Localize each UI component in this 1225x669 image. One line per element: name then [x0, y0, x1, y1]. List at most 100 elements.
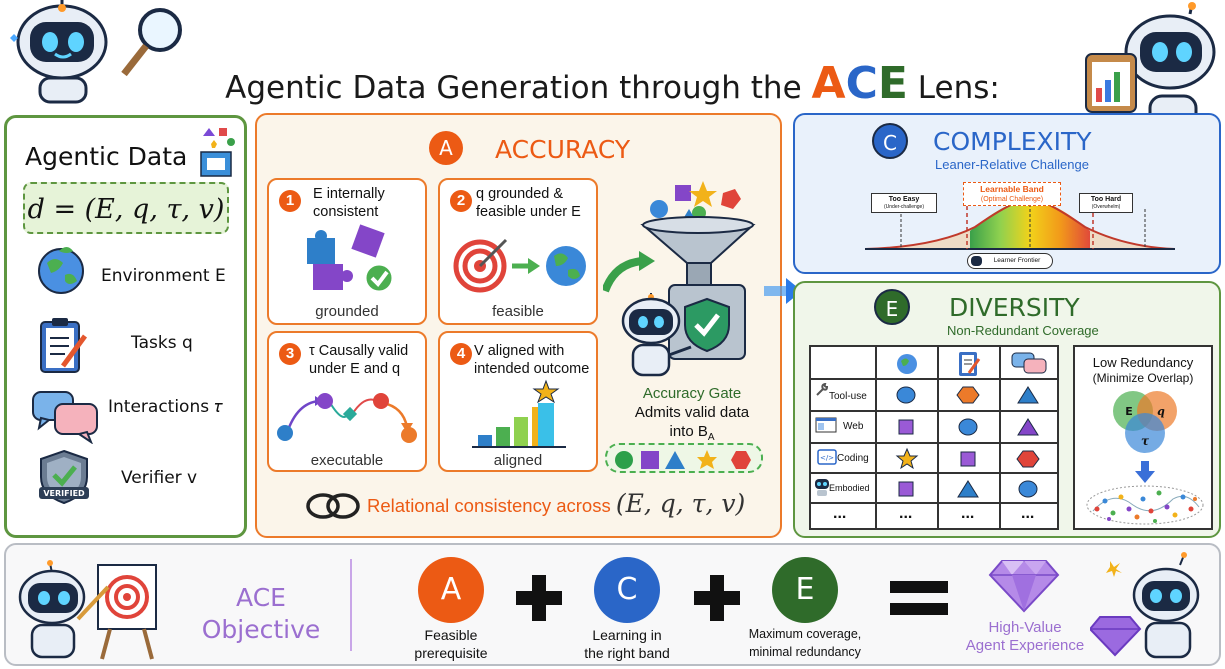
objective-a-circle: A — [418, 557, 484, 623]
venn-tau-label: τ — [1141, 434, 1150, 448]
cell-star-icon — [895, 447, 919, 470]
venn-q-label: q — [1157, 405, 1165, 418]
robot-gate-icon — [621, 293, 692, 377]
aligned-bars-icon — [472, 379, 566, 448]
scatter-cloud-icon — [1086, 485, 1204, 525]
agentic-data-heading: Agentic Data — [25, 142, 188, 171]
step-number-1: 1 — [279, 190, 301, 212]
accuracy-badge: A — [429, 131, 463, 165]
complexity-badge: C — [872, 123, 908, 159]
diversity-subheading: Non-Redundant Coverage — [947, 323, 1099, 338]
learnable-band-label: Learnable Band (Optimal Challenge) — [963, 182, 1061, 206]
box-2-line2: feasible under E — [476, 204, 581, 220]
feasible-caption: feasible — [492, 303, 544, 320]
learnable-band-curve — [864, 197, 1176, 250]
accuracy-gate-funnel-icon — [603, 181, 756, 360]
cell-triangle-icon — [1017, 386, 1039, 404]
code-icon: </> — [817, 449, 837, 465]
low-redundancy-sub: (Minimize Overlap) — [1092, 371, 1194, 385]
venn-diagram: E q τ — [1113, 391, 1177, 453]
learner-frontier-label: Learner Frontier — [967, 253, 1053, 269]
relational-math: (E, q, τ, v) — [615, 489, 746, 518]
clipboard-icon — [40, 318, 88, 373]
ace-objective-panel: ACE Objective A Feasible prerequisite C … — [4, 543, 1221, 666]
objective-e-circle: E — [772, 557, 838, 623]
ace-objective-label-2: Objective — [201, 615, 321, 644]
cell-circle-icon — [1018, 480, 1038, 498]
objective-a-desc-1: Feasible — [424, 627, 478, 643]
verified-shield-icon: VERIFIED — [39, 449, 89, 505]
accuracy-heading: ACCURACY — [495, 135, 631, 164]
row-label-web: Web — [843, 421, 864, 432]
venn-e-label: E — [1125, 405, 1133, 418]
objective-a-desc-2: prerequisite — [414, 645, 488, 661]
down-arrow-icon — [1135, 461, 1155, 483]
grounded-caption: grounded — [315, 303, 379, 320]
complexity-heading: COMPLEXITY — [933, 127, 1092, 156]
grid-header-chat-icon — [1011, 352, 1047, 374]
objective-result-2: Agent Experience — [965, 637, 1085, 654]
agentic-data-formula: d = (E, q, τ, v) — [23, 182, 229, 234]
executable-caption: executable — [310, 452, 384, 469]
low-redundancy-box: Low Redundancy (Minimize Overlap) E q τ — [1073, 345, 1213, 530]
plus-sign-1 — [516, 575, 562, 621]
robot-small-icon — [815, 479, 829, 496]
cell-square-icon — [898, 481, 914, 497]
chain-link-icon — [306, 493, 360, 519]
accuracy-gate-line2: into BA — [669, 423, 715, 443]
cell-hexagon-icon — [1016, 450, 1040, 468]
gift-box-icon — [200, 128, 235, 177]
objective-e-desc-2: minimal redundancy — [749, 645, 861, 659]
cell-circle-icon — [896, 386, 916, 404]
row-label-more: ... — [833, 505, 847, 522]
cell-more: ... — [1021, 505, 1035, 522]
environment-label: Environment E — [101, 266, 226, 286]
row-label-embodied: Embodied — [829, 483, 870, 493]
title-letter-c: C — [845, 58, 878, 109]
row-label-tool-use: Tool-use — [829, 391, 867, 402]
agentic-data-panel: Agentic Data d = (E, q, τ, v) Environmen… — [4, 115, 247, 538]
diversity-heading: DIVERSITY — [949, 293, 1080, 322]
step-number-3: 3 — [279, 343, 301, 365]
page-title: Agentic Data Generation through the ACE … — [225, 58, 1000, 109]
box-2-line1: q grounded & — [476, 186, 564, 202]
interactions-label: Interactions 𝜏 — [108, 397, 223, 417]
executable-path-icon — [277, 393, 417, 443]
cell-square-icon — [898, 419, 914, 435]
target-globe-icon — [453, 238, 586, 293]
box-3-line1: τ Causally valid — [309, 343, 409, 359]
title-letter-a: A — [811, 58, 846, 109]
aligned-caption: aligned — [493, 452, 543, 469]
accuracy-gate-line1: Admits valid data — [634, 404, 750, 421]
diversity-grid: Tool-use Web </> Coding Embodied ... — [809, 345, 1059, 530]
complexity-panel: C COMPLEXITY Leaner-Relative Challenge T… — [793, 113, 1221, 274]
box-3-line2: under E and q — [309, 361, 401, 377]
robot-clipboard-icon — [1085, 2, 1216, 138]
chat-bubbles-icon — [32, 391, 98, 444]
cell-triangle-icon — [957, 480, 979, 498]
step-number-2: 2 — [450, 190, 472, 212]
accepted-shapes-tray — [605, 443, 763, 473]
cell-more: ... — [961, 505, 975, 522]
box-1-line2: consistent — [313, 204, 379, 220]
cell-hexagon-icon — [956, 386, 980, 404]
accepted-shapes-icon — [615, 450, 751, 469]
box-1-line1: E internally — [313, 186, 385, 202]
diamond-icon — [988, 560, 1060, 613]
diversity-panel: E DIVERSITY Non-Redundant Coverage — [793, 281, 1221, 538]
robot-presenter-icon — [18, 560, 157, 660]
accuracy-box-2: 2 q grounded & feasible under E feasible — [438, 178, 598, 325]
relational-consistency-text: Relational consistency across (E, q, τ, … — [367, 489, 746, 518]
svg-text:VERIFIED: VERIFIED — [43, 489, 85, 498]
ace-objective-label-1: ACE — [236, 583, 286, 612]
globe-icon — [38, 247, 84, 294]
grid-header-globe-icon — [897, 354, 917, 374]
too-easy-label: Too Easy (Under-challenge) — [871, 193, 937, 213]
wrench-icon — [816, 383, 829, 396]
objective-c-circle: C — [594, 557, 660, 623]
cell-circle-icon — [958, 418, 978, 436]
objective-e-desc-1: Maximum coverage, — [748, 627, 862, 641]
row-label-coding: Coding — [837, 453, 869, 464]
accuracy-panel: A ACCURACY 1 E internally consistent gro… — [255, 113, 782, 538]
cell-square-icon — [960, 451, 976, 467]
